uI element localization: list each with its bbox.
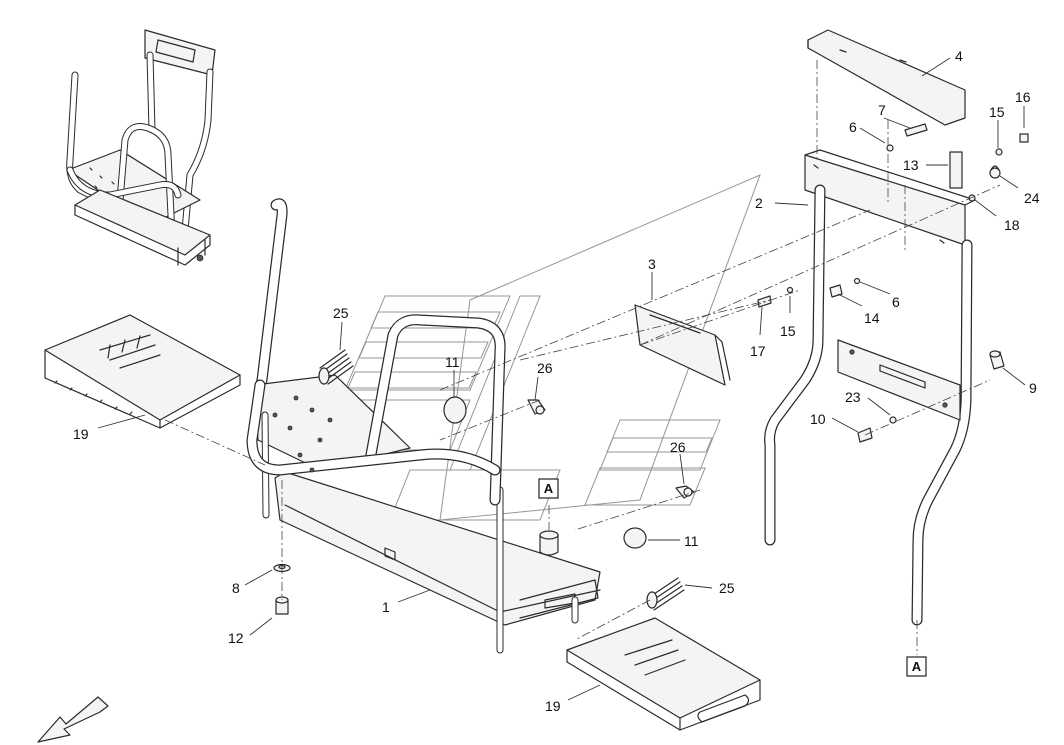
callouts: 1 2 3 4 6 6 7 8 9 10 11 11 12 13 14 15 1… bbox=[73, 48, 1040, 714]
reference-marker-a-lower-label: A bbox=[912, 659, 922, 674]
callout-16: 16 bbox=[1015, 89, 1031, 105]
callout-25-upper: 25 bbox=[333, 305, 349, 321]
callout-11-upper: 11 bbox=[445, 354, 460, 370]
callout-7: 7 bbox=[878, 102, 886, 118]
callout-4: 4 bbox=[955, 48, 963, 64]
callout-2: 2 bbox=[755, 195, 763, 211]
callout-10: 10 bbox=[810, 411, 826, 427]
backrest-frame bbox=[764, 149, 976, 626]
callout-1: 1 bbox=[382, 599, 390, 615]
callout-14: 14 bbox=[864, 310, 880, 326]
callout-19-right: 19 bbox=[545, 698, 561, 714]
callout-15-upper: 15 bbox=[989, 104, 1005, 120]
overview-assembly bbox=[66, 29, 216, 266]
callout-19-left: 19 bbox=[73, 426, 89, 442]
footrest-pad-right bbox=[566, 617, 761, 731]
callout-25-lower: 25 bbox=[719, 580, 735, 596]
reference-marker-a-upper: A bbox=[538, 478, 559, 499]
seat-frame bbox=[246, 198, 601, 654]
callout-26-lower: 26 bbox=[670, 439, 686, 455]
leader-lines bbox=[97, 57, 1026, 701]
callout-13: 13 bbox=[903, 157, 919, 173]
top-cover bbox=[807, 29, 966, 126]
callout-6-upper: 6 bbox=[849, 119, 857, 135]
reference-marker-a-lower: A bbox=[906, 656, 927, 677]
front-direction-arrow-icon bbox=[37, 696, 109, 743]
callout-12: 12 bbox=[228, 630, 244, 646]
footrest-pad-left bbox=[44, 314, 241, 429]
panel bbox=[634, 304, 731, 386]
center-lines bbox=[164, 60, 1001, 655]
callout-9: 9 bbox=[1029, 380, 1037, 396]
callout-11-lower: 11 bbox=[684, 533, 699, 549]
callout-3: 3 bbox=[648, 256, 656, 272]
callout-24: 24 bbox=[1024, 190, 1040, 206]
callout-6-lower: 6 bbox=[892, 294, 900, 310]
callout-8: 8 bbox=[232, 580, 240, 596]
reference-marker-a-upper-label: A bbox=[544, 481, 554, 496]
callout-26-upper: 26 bbox=[537, 360, 553, 376]
callout-18: 18 bbox=[1004, 217, 1020, 233]
callout-23: 23 bbox=[845, 389, 861, 405]
callout-17: 17 bbox=[750, 343, 766, 359]
callout-15-lower: 15 bbox=[780, 323, 796, 339]
